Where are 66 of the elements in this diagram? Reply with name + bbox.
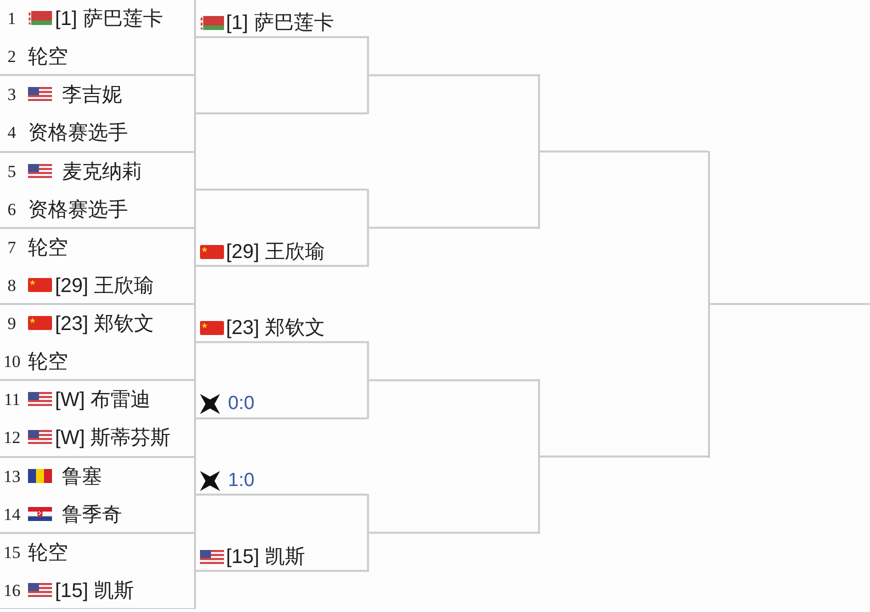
bracket-line — [369, 379, 538, 382]
draw-number: 8 — [8, 274, 16, 297]
draw-number: 5 — [8, 160, 16, 182]
draw-number: 1 — [8, 8, 16, 30]
draw-number: 3 — [8, 84, 16, 106]
match-box — [0, 228, 196, 304]
player-name: 轮空 — [28, 45, 68, 69]
bracket-line — [540, 456, 708, 458]
player-name: [15] 凯斯 — [226, 544, 305, 569]
bracket-line — [367, 341, 369, 420]
match-box — [0, 75, 196, 152]
draw-number: 10 — [4, 351, 20, 373]
bracket-line — [196, 112, 367, 114]
match-box — [0, 456, 196, 533]
player-name: 麦克纳莉 — [62, 160, 142, 184]
match-box — [0, 380, 196, 456]
player-name: [W] 布雷迪 — [55, 388, 151, 412]
player-name: [1] 萨巴莲卡 — [55, 7, 163, 31]
match-box — [0, 152, 196, 228]
draw-number: 9 — [8, 313, 16, 335]
player-name: 轮空 — [28, 236, 68, 260]
player-name: [15] 凯斯 — [55, 578, 134, 603]
player-name: [W] 斯蒂芬斯 — [55, 426, 171, 450]
draw-number: 4 — [8, 122, 16, 144]
player-name: 轮空 — [28, 540, 68, 565]
match-box — [0, 0, 196, 76]
bracket-line — [196, 188, 367, 191]
bracket-line — [710, 303, 870, 305]
player-name: [29] 王欣瑜 — [226, 240, 325, 264]
draw-number: 6 — [8, 198, 16, 220]
bracket-line — [367, 36, 369, 114]
bracket-line — [369, 532, 538, 534]
player-name: [23] 郑钦文 — [226, 316, 325, 340]
match-box — [0, 304, 196, 380]
draw-number: 13 — [4, 466, 20, 488]
bracket-line — [708, 150, 710, 458]
match-box — [0, 532, 196, 609]
draw-number: 14 — [4, 504, 20, 526]
bracket-line — [540, 150, 708, 152]
player-name: [23] 郑钦文 — [55, 312, 154, 336]
player-name: 轮空 — [28, 350, 68, 374]
bracket-line — [369, 226, 538, 229]
draw-number: 7 — [8, 236, 16, 259]
player-name: 资格赛选手 — [28, 198, 128, 222]
player-name: 鲁塞 — [62, 464, 102, 488]
bracket-line — [367, 188, 369, 267]
bracket-line — [196, 264, 367, 267]
draw-number: 15 — [4, 542, 20, 564]
bracket-line — [196, 417, 367, 420]
player-name: 资格赛选手 — [28, 121, 128, 146]
bracket-line — [369, 74, 538, 76]
draw-number: 11 — [4, 389, 20, 412]
player-name: 李吉妮 — [62, 83, 122, 108]
bracket-line — [196, 36, 367, 38]
player-name: [29] 王欣瑜 — [55, 274, 154, 298]
bracket-line — [538, 379, 540, 534]
bracket-line — [196, 494, 367, 496]
bracket-line — [538, 74, 540, 229]
draw-number: 12 — [4, 427, 20, 450]
bracket-line — [196, 570, 367, 572]
bracket-line — [196, 341, 367, 344]
draw-number: 2 — [8, 46, 16, 68]
player-name: 鲁季奇 — [62, 502, 122, 526]
draw-number: 16 — [4, 580, 20, 602]
player-name: [1] 萨巴莲卡 — [226, 11, 334, 36]
bracket-line — [367, 494, 369, 572]
